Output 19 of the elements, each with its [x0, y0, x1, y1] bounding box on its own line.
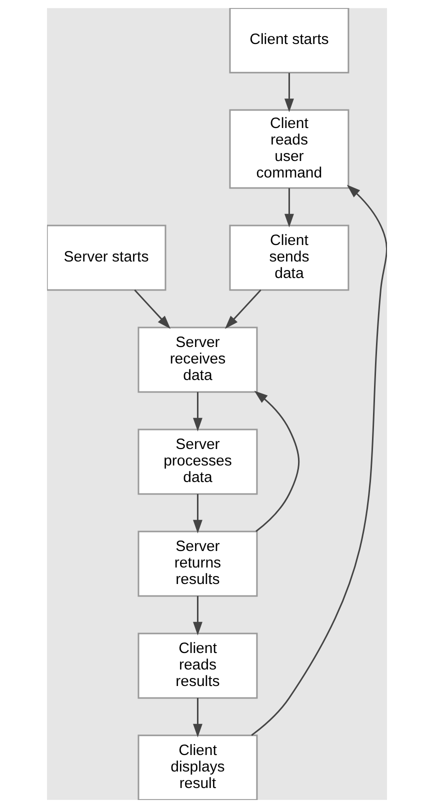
- node-box: Server processes data: [138, 428, 258, 495]
- node-box: Client sends data: [229, 224, 350, 291]
- arrow: [192, 596, 202, 636]
- node-box: Server receives data: [138, 326, 258, 393]
- node-box: Client reads results: [138, 632, 258, 699]
- node-box: Client reads user command: [229, 109, 350, 189]
- arrow: [192, 698, 202, 738]
- arrow: [284, 72, 294, 112]
- arrow: [284, 188, 294, 228]
- arrow: [224, 290, 262, 329]
- arrow: [192, 392, 202, 432]
- node-box: Server returns results: [138, 530, 258, 597]
- arrow: [192, 494, 202, 534]
- arrow: [134, 290, 171, 329]
- node-box: Server starts: [47, 224, 166, 291]
- node-box: Client starts: [229, 8, 350, 74]
- arrow: [254, 390, 300, 532]
- node-box: Client displays result: [138, 734, 258, 800]
- arrow: [251, 184, 387, 736]
